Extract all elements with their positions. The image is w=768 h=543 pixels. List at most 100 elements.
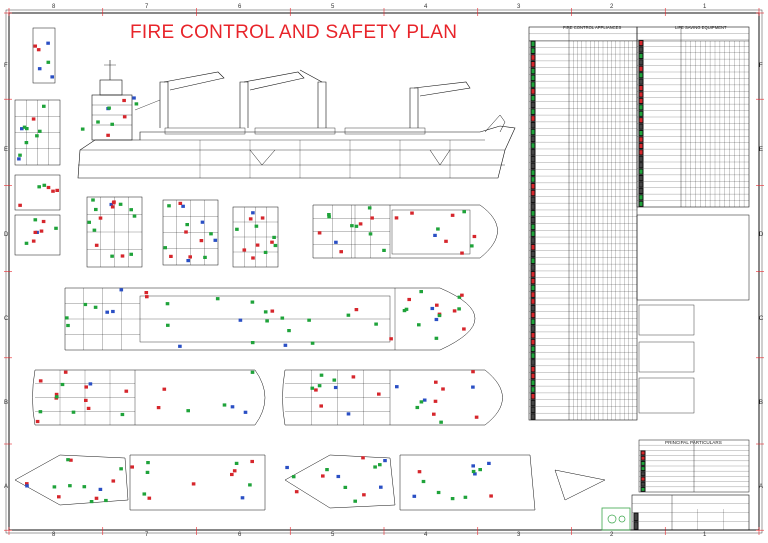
safety-symbol: [463, 495, 468, 499]
safety-symbol: [55, 188, 59, 192]
safety-symbol: [119, 467, 123, 471]
safety-symbol: [346, 412, 351, 416]
safety-symbol: [50, 75, 54, 79]
fire-table-symbol-cell: [530, 176, 536, 183]
particulars-symbol-cell: [640, 466, 646, 472]
safety-symbol: [327, 215, 331, 219]
safety-symbol: [235, 227, 239, 231]
safety-symbol: [129, 252, 133, 256]
safety-symbol: [111, 479, 116, 483]
safety-symbol: [407, 297, 411, 302]
safety-symbol: [321, 474, 325, 478]
safety-symbol: [234, 461, 239, 465]
lsa-table-symbol-cell: [638, 59, 644, 66]
safety-symbol: [379, 485, 383, 489]
safety-symbol: [265, 319, 269, 323]
deck-plans: [14, 27, 606, 511]
fire-table-symbol-cell: [530, 135, 536, 143]
bridge-deck-plan: [32, 27, 56, 84]
safety-symbol: [317, 384, 322, 388]
safety-symbol: [310, 386, 315, 390]
safety-symbol: [478, 468, 482, 472]
fire-table-symbol-cell: [530, 216, 536, 224]
safety-symbol: [22, 125, 27, 129]
fire-table-symbol-cell: [530, 189, 536, 197]
safety-symbol: [250, 459, 254, 464]
safety-symbol: [24, 141, 29, 145]
fire-table-symbol-cell: [530, 338, 536, 346]
safety-symbol: [314, 388, 318, 392]
safety-symbol: [336, 474, 341, 479]
safety-symbol: [273, 243, 278, 248]
safety-symbol: [69, 458, 73, 462]
particulars-symbol-cell: [640, 486, 646, 492]
safety-symbol: [222, 403, 227, 407]
safety-symbol: [145, 470, 150, 474]
column-label-bottom: 3: [517, 532, 521, 538]
column-label-top: 2: [610, 4, 614, 10]
safety-symbol: [434, 317, 439, 322]
life-saving-title: LIFE SAVING EQUIPMENT: [675, 25, 727, 30]
safety-symbol: [98, 216, 103, 220]
column-label-bottom: 6: [238, 532, 242, 538]
row-label-right: C: [759, 316, 764, 322]
safety-symbol: [188, 255, 192, 259]
title-block-symbol-cell: [633, 512, 639, 522]
safety-symbol: [351, 375, 356, 379]
safety-symbol: [144, 291, 149, 295]
safety-symbol: [470, 244, 474, 248]
lsa-table-symbol-cell: [638, 52, 644, 60]
column-label-bottom: 4: [424, 532, 428, 538]
safety-symbol: [471, 464, 475, 468]
lsa-table-symbol-cell: [638, 91, 644, 98]
particulars-symbol-cell: [640, 476, 646, 482]
lsa-table-symbol-cell: [638, 174, 644, 182]
tank-top-plan: [64, 287, 476, 351]
safety-symbol: [130, 465, 134, 469]
safety-symbol: [46, 185, 51, 190]
fire-table-symbol-cell: [530, 108, 536, 115]
safety-symbol: [354, 224, 359, 228]
safety-symbol: [412, 494, 417, 498]
safety-symbol: [209, 232, 213, 236]
crane-2: [239, 81, 249, 128]
safety-symbol: [142, 492, 147, 496]
lsa-table-symbol-cell: [638, 123, 644, 130]
row-label-right: E: [759, 147, 764, 153]
profile-hull: [77, 125, 516, 179]
safety-symbol: [106, 133, 110, 137]
safety-symbol: [122, 115, 127, 119]
frame-ticks: [4, 8, 764, 535]
safety-symbol: [263, 310, 268, 314]
safety-symbol: [343, 485, 348, 489]
stern-detail-1: [14, 454, 129, 506]
safety-symbol: [60, 382, 65, 387]
safety-symbol: [285, 465, 289, 470]
safety-symbol: [230, 405, 235, 409]
safety-symbol: [332, 378, 337, 382]
safety-symbol: [283, 343, 288, 347]
safety-symbol: [334, 240, 338, 244]
safety-symbol: [200, 220, 205, 224]
safety-symbol: [132, 96, 136, 100]
drawing-border: [8, 12, 760, 531]
safety-symbol: [162, 387, 167, 391]
safety-symbol: [404, 307, 409, 311]
safety-symbol: [462, 210, 466, 214]
crane-1: [159, 81, 169, 128]
fire-table-symbol-cell: [530, 40, 536, 48]
safety-symbol: [124, 389, 129, 393]
safety-symbol: [421, 479, 426, 484]
safety-symbol: [474, 415, 479, 419]
fire-table-symbol-cell: [530, 399, 536, 407]
safety-symbol: [473, 472, 477, 476]
safety-symbol: [86, 406, 91, 410]
safety-symbol: [89, 500, 94, 504]
safety-symbol: [435, 303, 439, 307]
fire-table-symbol-cell: [530, 257, 536, 265]
safety-symbol: [93, 305, 98, 309]
safety-symbol: [132, 214, 137, 218]
safety-symbol: [37, 185, 41, 189]
safety-symbol: [33, 44, 37, 48]
safety-symbol: [346, 313, 351, 317]
